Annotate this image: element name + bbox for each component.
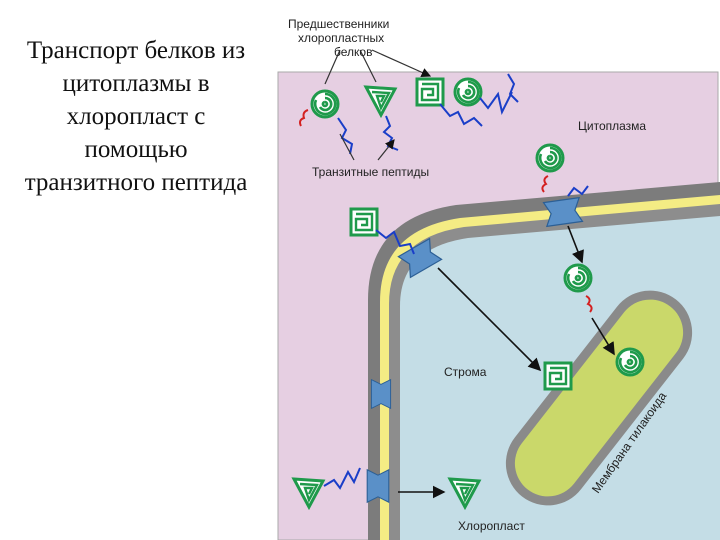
protein-entering-left — [349, 207, 415, 255]
slide-title: Транспорт белков из цитоплазмы в хлоропл… — [24, 37, 248, 196]
arrow-left-to-thylakoid — [437, 267, 542, 372]
thylakoid — [505, 290, 693, 506]
arrow-top-import — [567, 225, 584, 264]
protein-in-stroma — [563, 263, 593, 313]
protein-in-thylakoid — [615, 347, 645, 377]
protein-at-thylakoid-membrane — [543, 361, 573, 391]
free-transit-peptide-2 — [507, 73, 519, 103]
label-precursors-3: белков — [334, 45, 372, 59]
label-transit-peptides: Транзитные пептиды — [312, 165, 429, 179]
transporter-top — [542, 197, 584, 227]
transporter-left-middle — [370, 379, 392, 409]
label-precursors-2: хлоропластных — [298, 31, 384, 45]
precursor-protein-3 — [415, 77, 483, 127]
label-cytoplasm: Цитоплазма — [578, 119, 646, 133]
label-precursors-1: Предшественники — [288, 17, 389, 31]
precursor-protein-1 — [299, 89, 340, 127]
label-chloroplast: Хлоропласт — [458, 519, 525, 533]
transporter-left-lower — [366, 469, 390, 503]
protein-entering-top — [535, 143, 589, 197]
label-stroma: Строма — [444, 365, 487, 379]
precursors-pointers — [324, 49, 430, 84]
chloroplast-import-diagram: Предшественники хлоропластных белков Цит… — [268, 0, 720, 540]
transit-peptides-pointers — [339, 134, 394, 161]
protein-outside-bottom — [292, 467, 361, 509]
arrow-stroma-to-thylakoid — [591, 317, 615, 356]
precursor-protein-4 — [453, 77, 513, 115]
